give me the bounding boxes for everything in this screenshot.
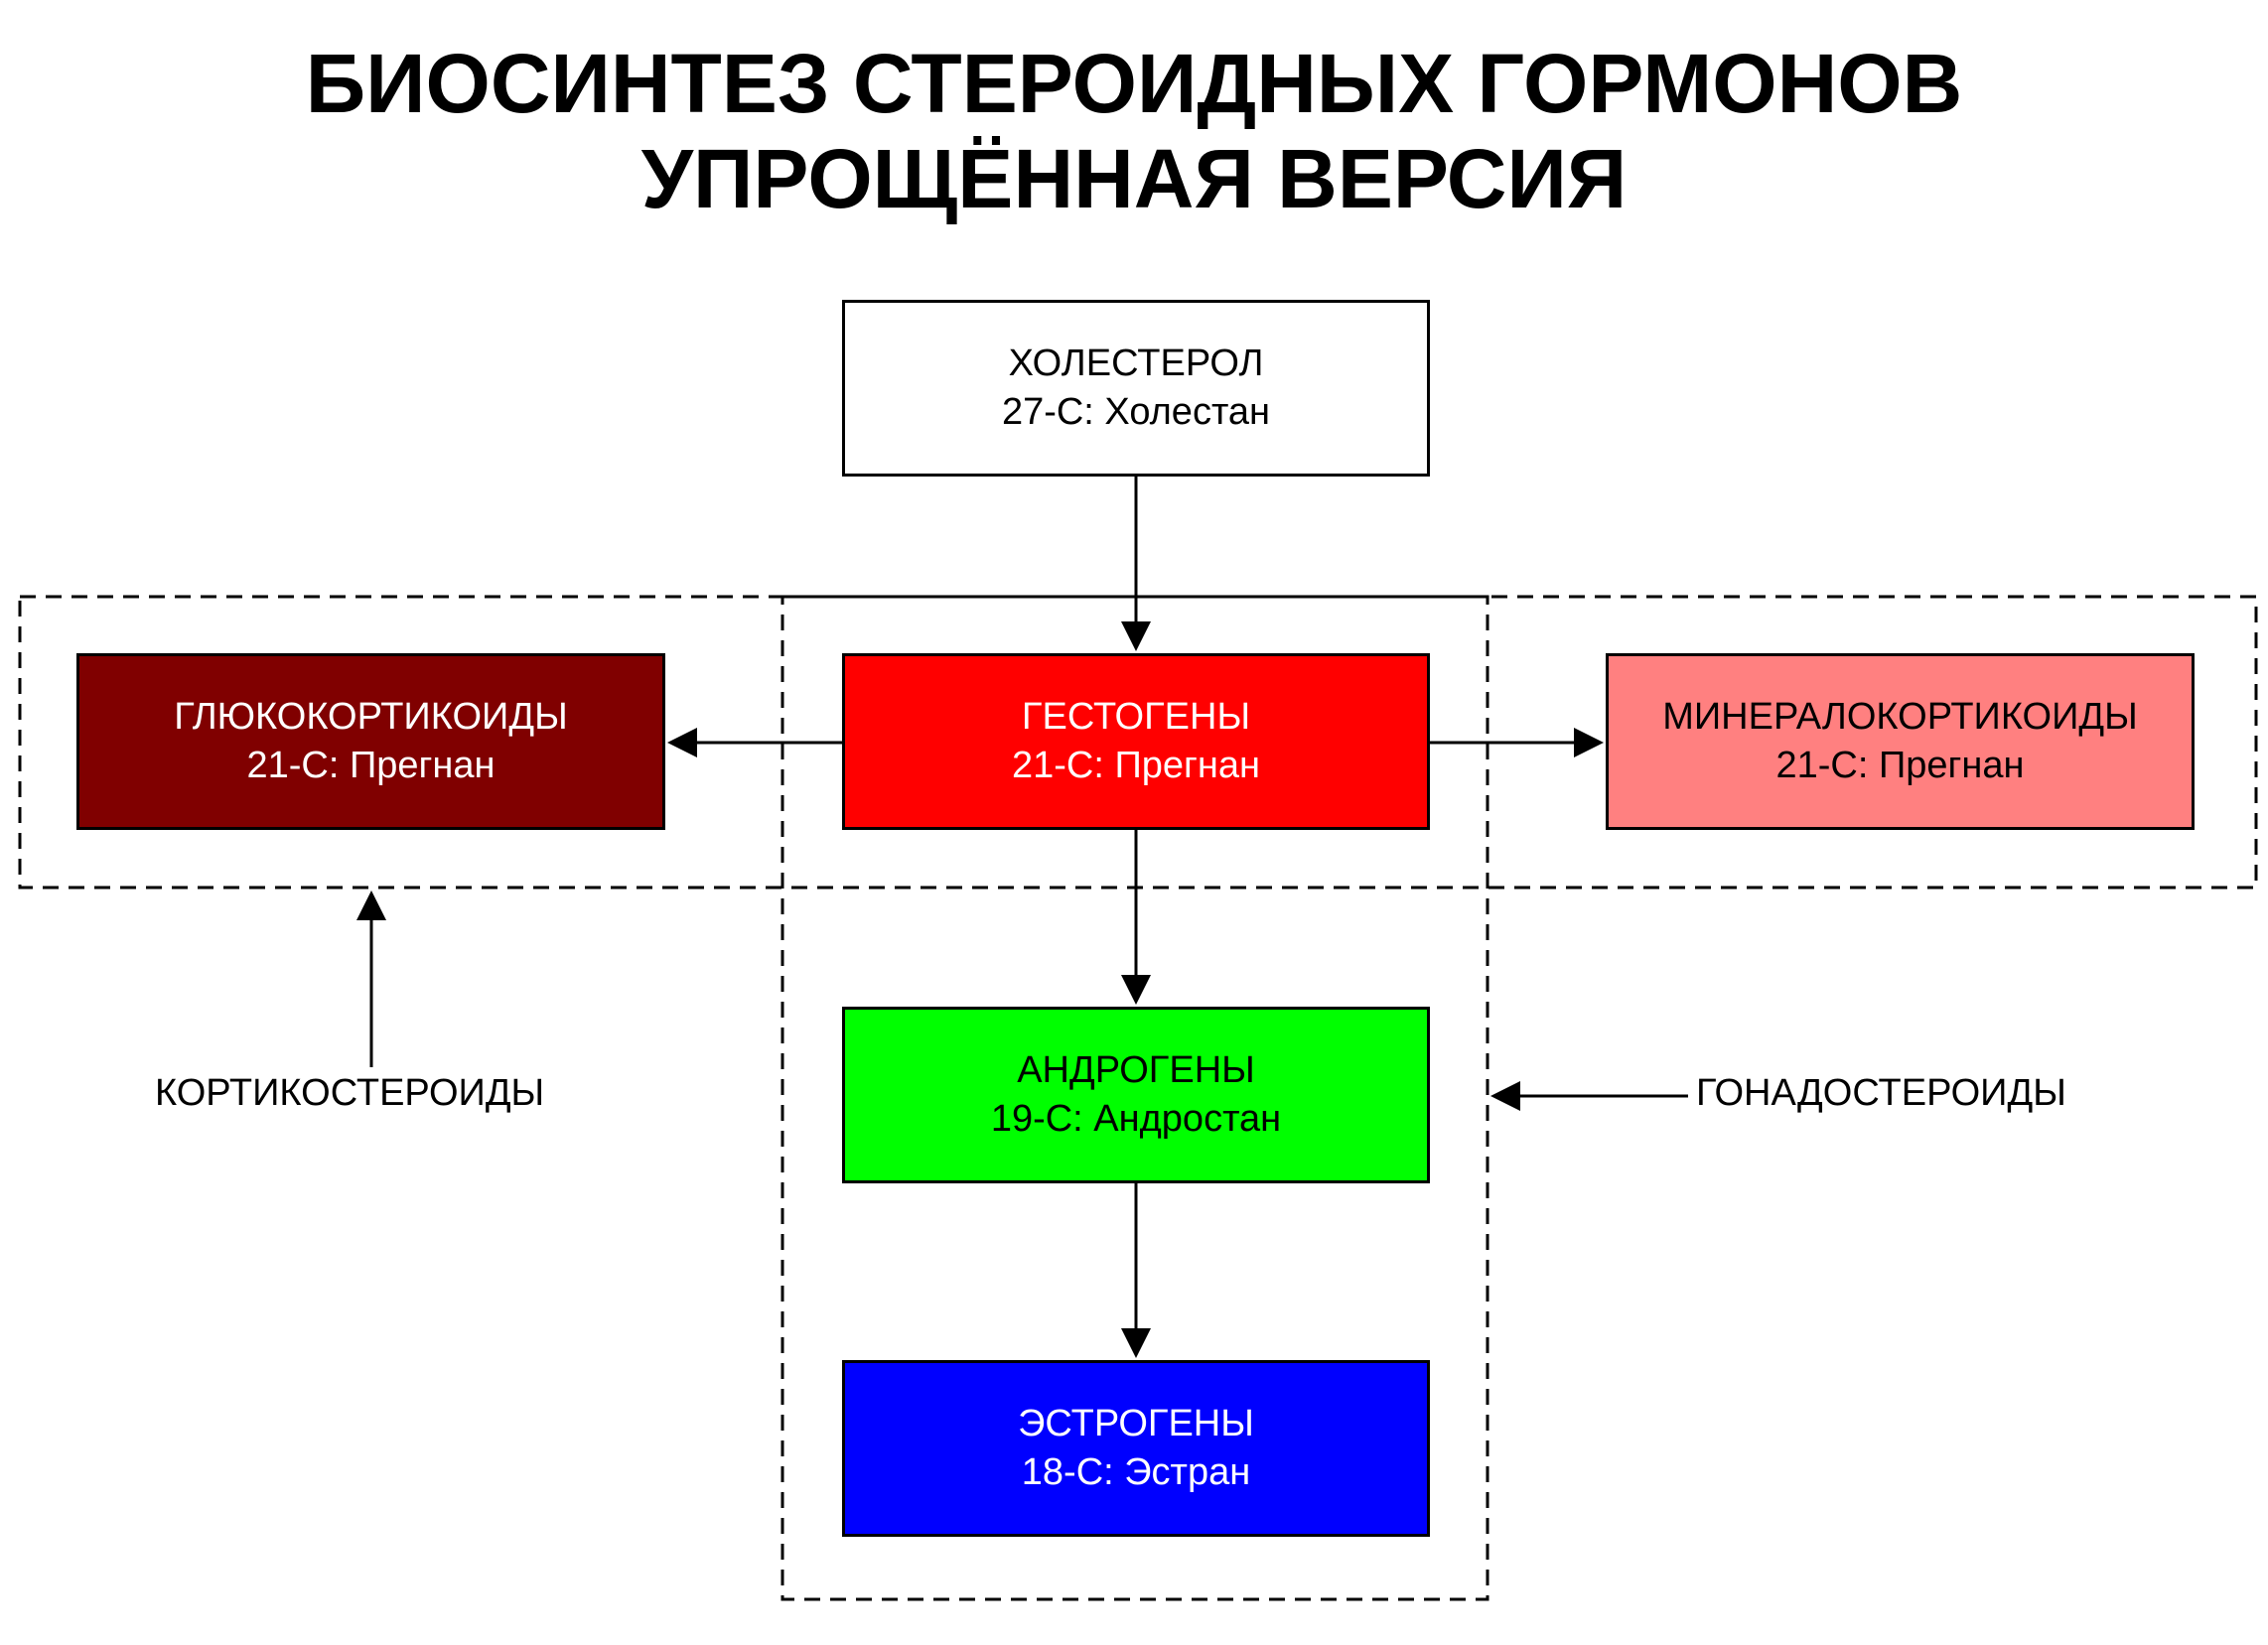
cholesterol-name: ХОЛЕСТЕРОЛ [1008, 342, 1264, 384]
estrogens-name: ЭСТРОГЕНЫ [1018, 1402, 1254, 1444]
cholesterol-formula: 27-С: Холестан [1001, 391, 1271, 433]
mineralocorticoids-formula: 21-С: Прегнан [1775, 745, 2025, 786]
gestagens-formula: 21-С: Прегнан [1011, 745, 1261, 786]
diagram-title-line1: БИОСИНТЕЗ СТЕРОИДНЫХ ГОРМОНОВ [305, 37, 1963, 130]
cholesterol-node: ХОЛЕСТЕРОЛ 27-С: Холестан [842, 300, 1430, 477]
corticosteroids-label: КОРТИКОСТЕРОИДЫ [155, 1072, 545, 1114]
estrogens-formula: 18-С: Эстран [1021, 1451, 1251, 1493]
diagram-title-line2: УПРОЩЁННАЯ ВЕРСИЯ [640, 132, 1628, 225]
corticosteroids-group-boundary [18, 595, 2258, 890]
estrogens-node: ЭСТРОГЕНЫ 18-С: Эстран [842, 1360, 1430, 1537]
androgens-node: АНДРОГЕНЫ 19-С: Андростан [842, 1007, 1430, 1183]
gonadosteroids-label: ГОНАДОСТЕРОИДЫ [1696, 1072, 2066, 1114]
androgens-formula: 19-С: Андростан [990, 1098, 1282, 1140]
glucocorticoids-node: ГЛЮКОКОРТИКОИДЫ 21-С: Прегнан [76, 653, 665, 830]
gestagens-name: ГЕСТОГЕНЫ [1021, 695, 1251, 738]
mineralocorticoids-name: МИНЕРАЛОКОРТИКОИДЫ [1662, 695, 2138, 738]
glucocorticoids-name: ГЛЮКОКОРТИКОИДЫ [174, 695, 568, 738]
gestagens-node: ГЕСТОГЕНЫ 21-С: Прегнан [842, 653, 1430, 830]
androgens-name: АНДРОГЕНЫ [1017, 1048, 1255, 1091]
glucocorticoids-formula: 21-С: Прегнан [246, 745, 496, 786]
mineralocorticoids-node: МИНЕРАЛОКОРТИКОИДЫ 21-С: Прегнан [1606, 653, 2195, 830]
